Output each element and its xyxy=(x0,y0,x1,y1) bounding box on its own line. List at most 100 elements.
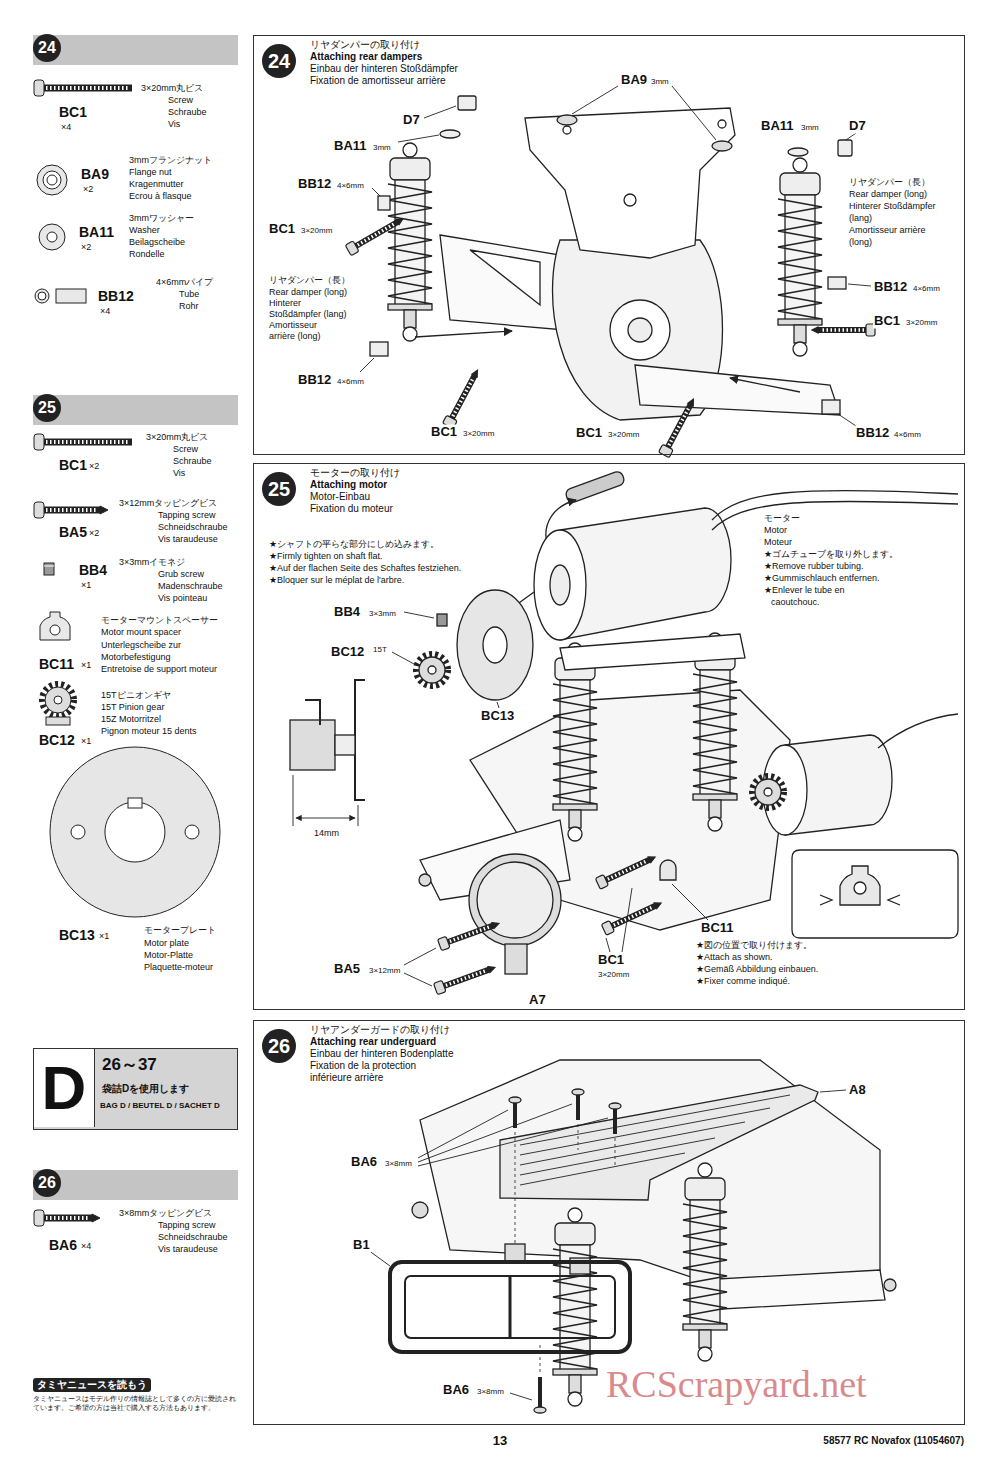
part-note: 4×6mm xyxy=(336,181,365,190)
bag-box: D26～37袋詰Dを使用しますBAG D / BEUTEL D / SACHET… xyxy=(33,1048,238,1130)
motor-illustration xyxy=(840,866,880,905)
rear-damper-illustration xyxy=(848,284,871,286)
underguard-illustration xyxy=(412,1202,428,1218)
part-note: Unterlegscheibe zur xyxy=(100,640,182,650)
part-note: Motor-Platte xyxy=(143,950,194,960)
part-note: ×1 xyxy=(98,931,110,941)
part-note: モータープレート xyxy=(143,925,217,935)
part-note: Moteur xyxy=(763,537,793,547)
step-number: 26 xyxy=(262,1029,296,1063)
step-title: Motor-Einbau xyxy=(310,491,370,503)
part-note: Beilagscheibe xyxy=(128,237,186,247)
motor-plate-icon xyxy=(50,747,220,917)
part-note: 14mm xyxy=(313,828,340,838)
underguard-illustration xyxy=(405,1276,615,1338)
motor-illustration xyxy=(392,612,708,986)
part-note: Schraube xyxy=(167,107,208,117)
rear-damper-illustration xyxy=(372,188,380,196)
part-note: (lang) xyxy=(848,213,873,223)
rear-damper-illustration xyxy=(822,400,840,414)
rear-damper-illustration xyxy=(415,331,512,337)
part-note: Motor xyxy=(763,525,788,535)
part-note: 3×20mm xyxy=(300,226,333,235)
part-note: ★Fixer comme indiqué. xyxy=(695,976,791,986)
part-note: Motor mount spacer xyxy=(100,627,182,637)
rear-damper-illustration xyxy=(788,148,808,156)
part-note: 3×20mm xyxy=(462,429,495,438)
rear-damper-illustration xyxy=(828,277,846,289)
motor-illustration xyxy=(854,882,866,894)
part-note: ×2 xyxy=(80,242,92,252)
screw-icon xyxy=(46,1216,90,1220)
part-note: ×2 xyxy=(88,528,100,538)
underguard-illustration xyxy=(500,1085,818,1200)
motor-illustration xyxy=(606,938,610,952)
part-note: ★Bloquer sur le méplat de l'arbre. xyxy=(268,575,405,585)
screw-icon xyxy=(34,1210,44,1226)
part-note: Hinterer Stoßdämpfer xyxy=(848,201,937,211)
part-note: 15Z Motorritzel xyxy=(100,714,162,724)
step-title: Attaching rear underguard xyxy=(310,1036,436,1048)
screw-icon xyxy=(92,1214,100,1222)
part-note: リヤダンパー（長） xyxy=(268,275,351,285)
rear-damper-illustration xyxy=(470,250,540,305)
screw-icon xyxy=(34,502,44,518)
underguard-illustration xyxy=(390,1262,630,1352)
underguard-illustration xyxy=(513,1103,517,1128)
part-note: Tapping screw xyxy=(157,510,217,520)
rear-damper-illustration xyxy=(846,133,856,140)
part-note: 15T Pinion gear xyxy=(100,702,165,712)
rear-damper-illustration xyxy=(398,135,439,142)
underguard-illustration xyxy=(520,1095,790,1145)
part-note: Kragenmutter xyxy=(128,179,185,189)
part-note: 3×12mm xyxy=(368,966,401,975)
part-note: ★Gummischlauch entfernen. xyxy=(763,573,881,583)
part-note: 4×6mm xyxy=(912,284,941,293)
rear-damper-illustration xyxy=(624,194,636,206)
part-code: BC1 xyxy=(575,426,603,441)
step-header-band: 24 xyxy=(33,35,238,65)
underguard-illustration xyxy=(700,1270,885,1310)
rear-damper-illustration xyxy=(712,141,732,151)
nut-washer-icon xyxy=(40,612,70,640)
part-note: Motorbefestigung xyxy=(100,652,172,662)
part-note: Rear damper (long) xyxy=(848,189,928,199)
part-note: ★Enlever le tube en xyxy=(763,585,846,595)
bag-letter: D xyxy=(34,1049,95,1127)
motor-illustration xyxy=(404,973,432,986)
motor-illustration xyxy=(457,590,533,700)
motor-plate-icon xyxy=(50,747,220,917)
part-code: A8 xyxy=(848,1083,867,1098)
part-note: ×1 xyxy=(80,736,92,746)
part-code: BC13 xyxy=(58,927,96,943)
underguard-illustration xyxy=(540,1345,541,1372)
part-code: BA6 xyxy=(48,1237,78,1253)
screw-icon xyxy=(44,507,100,514)
part-note: Tube xyxy=(178,289,200,299)
part-note: Amortisseur arrière xyxy=(848,225,927,235)
part-note: Ecrou à flasque xyxy=(128,191,193,201)
motor-illustration xyxy=(293,775,294,826)
motor-illustration xyxy=(404,612,434,618)
motor-illustration xyxy=(437,614,447,626)
part-code: BC1 xyxy=(873,314,901,329)
nut-washer-icon xyxy=(46,717,70,725)
underguard-illustration xyxy=(510,1393,532,1400)
nut-washer-icon xyxy=(44,563,54,575)
part-note: モーター xyxy=(763,513,801,523)
motor-illustration xyxy=(601,898,663,936)
rear-damper-illustration xyxy=(442,368,482,429)
part-note: Madenschraube xyxy=(157,581,224,591)
rear-damper-illustration xyxy=(424,106,456,118)
underguard-illustration xyxy=(683,1163,727,1361)
part-code: BA9 xyxy=(620,73,648,88)
rear-damper-illustration xyxy=(635,365,840,415)
part-note: ★図の位置で取り付けます。 xyxy=(695,940,813,950)
nut-washer-icon xyxy=(35,289,49,303)
part-note: 15T xyxy=(372,645,388,654)
step-title: Einbau der hinteren Bodenplatte xyxy=(310,1048,453,1060)
motor-illustration xyxy=(553,643,597,841)
nut-washer-icon xyxy=(47,232,57,242)
part-note: Schneidschraube xyxy=(157,522,229,532)
